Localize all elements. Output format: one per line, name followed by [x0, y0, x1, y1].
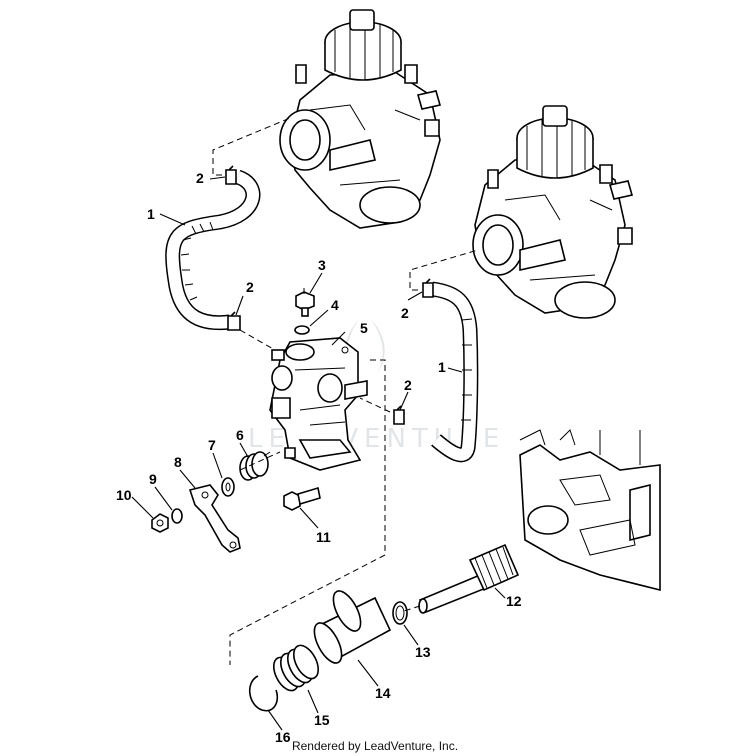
- callout-15: 15: [314, 712, 330, 728]
- callout-16: 16: [275, 729, 291, 745]
- hose-clamp: [227, 311, 241, 331]
- spring: [272, 644, 320, 692]
- callout-8: 8: [174, 454, 182, 470]
- callout-2: 2: [196, 170, 204, 186]
- callout-3: 3: [318, 257, 326, 273]
- callout-14: 14: [375, 685, 391, 701]
- hose-clamp: [225, 165, 237, 185]
- circlip: [249, 675, 279, 712]
- hose-clamp: [393, 405, 405, 425]
- spring: [239, 451, 271, 481]
- hose-left: [165, 169, 261, 331]
- o-ring: [392, 601, 408, 625]
- oil-pump: [269, 337, 368, 471]
- callout-12: 12: [506, 593, 522, 609]
- washer: [171, 508, 183, 524]
- carburetor-upper: [279, 9, 442, 229]
- callout-1: 1: [147, 206, 155, 222]
- callout-6: 6: [236, 427, 244, 443]
- hose-right: [430, 281, 479, 463]
- callout-10: 10: [116, 487, 132, 503]
- pump-lever: [188, 484, 241, 553]
- bolt: [283, 486, 321, 511]
- callout-13: 13: [415, 644, 431, 660]
- carburetor-lower: [472, 105, 634, 319]
- bolt: [295, 291, 315, 317]
- nut: [151, 513, 169, 533]
- callout-7: 7: [208, 437, 216, 453]
- hose-clamp: [422, 278, 434, 298]
- shaft-sleeve: [313, 590, 392, 664]
- footer-credit: Rendered by LeadVenture, Inc.: [291, 739, 459, 753]
- callout-11: 11: [316, 529, 331, 545]
- callout-2: 2: [246, 279, 254, 295]
- callout-2: 2: [404, 377, 412, 393]
- assembly-lines: [212, 117, 479, 665]
- callout-9: 9: [149, 471, 157, 487]
- drive-shaft: [418, 543, 520, 614]
- callouts: 1 2 2 3 4 5 2 1 2 6 7 8 9 10 11 12 13 14…: [116, 170, 522, 745]
- callout-1: 1: [438, 359, 446, 375]
- leader-lines: [131, 176, 506, 731]
- washer: [294, 325, 310, 335]
- callout-5: 5: [360, 320, 368, 336]
- callout-4: 4: [331, 297, 339, 313]
- callout-2: 2: [401, 305, 409, 321]
- washer: [221, 477, 235, 497]
- engine-case: [519, 429, 661, 592]
